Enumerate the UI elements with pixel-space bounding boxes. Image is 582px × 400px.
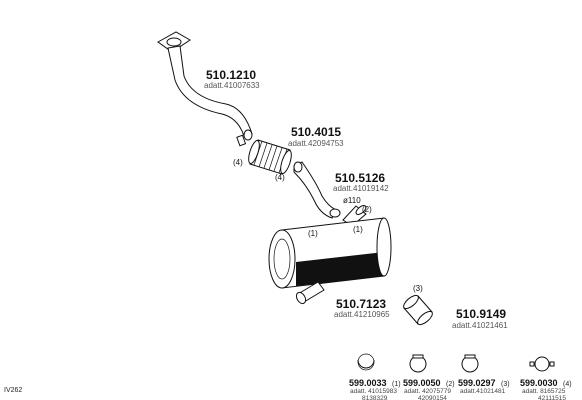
callout-muffler-1b: (1)	[353, 225, 363, 234]
callout-muffler-1a: (1)	[308, 229, 318, 238]
clamp-adapter-599-0033: adatt. 41015983	[350, 388, 397, 395]
part-number-510-7123: 510.7123	[336, 297, 386, 311]
callout-sleeve-3: (3)	[413, 284, 423, 293]
part-adapter-510-1210: adatt.41007633	[204, 81, 260, 90]
part-number-510-5126: 510.5126	[335, 171, 385, 185]
part-adapter-510-9149: adatt.41021461	[452, 321, 508, 330]
diagram-code: IV262	[4, 387, 22, 394]
part-adapter-510-4015: adatt.42094753	[288, 139, 344, 148]
clamp-adapter-599-0050: adatt. 42075779	[404, 388, 451, 395]
clamp-v-band-icon	[529, 356, 555, 372]
muffler-510-7123	[268, 205, 392, 305]
clamp-alt-599-0033: 8138329	[362, 395, 388, 400]
part-number-510-1210: 510.1210	[206, 68, 256, 82]
intermediate-pipe-510-5126	[293, 161, 341, 219]
clamp-label-599-0033: 599.0033 (1)	[349, 373, 401, 390]
clamp-band-icon-2	[461, 354, 479, 373]
clamp-alt-599-0030: 42111515	[538, 395, 566, 400]
clamp-ring-icon	[357, 353, 375, 371]
front-pipe-510-1210	[157, 31, 253, 147]
part-adapter-510-5126: adatt.41019142	[333, 184, 389, 193]
sleeve-510-9149	[403, 294, 433, 326]
clamp-label-599-0030: 599.0030 (4)	[520, 373, 572, 390]
callout-pipe-clamp: (4)	[233, 158, 243, 167]
part-adapter-510-7123: adatt.41210965	[334, 310, 390, 319]
clamp-adapter-599-0297: adatt.41021481	[460, 388, 506, 395]
callout-filter-clamp: (4)	[275, 173, 285, 182]
part-number-510-4015: 510.4015	[291, 125, 341, 139]
clamp-band-icon	[409, 354, 427, 373]
clamp-label-599-0297: 599.0297 (3)	[458, 373, 510, 390]
clamp-label-599-0050: 599.0050 (2)	[403, 373, 455, 390]
part-number-510-9149: 510.9149	[456, 307, 506, 321]
flex-element-510-4015	[248, 139, 292, 175]
callout-diameter: ø110	[343, 196, 361, 205]
callout-outlet-2: (2)	[362, 205, 372, 214]
clamp-alt-599-0050: 42090154	[418, 395, 447, 400]
clamp-adapter-599-0030: adatt. 8165725	[522, 388, 566, 395]
